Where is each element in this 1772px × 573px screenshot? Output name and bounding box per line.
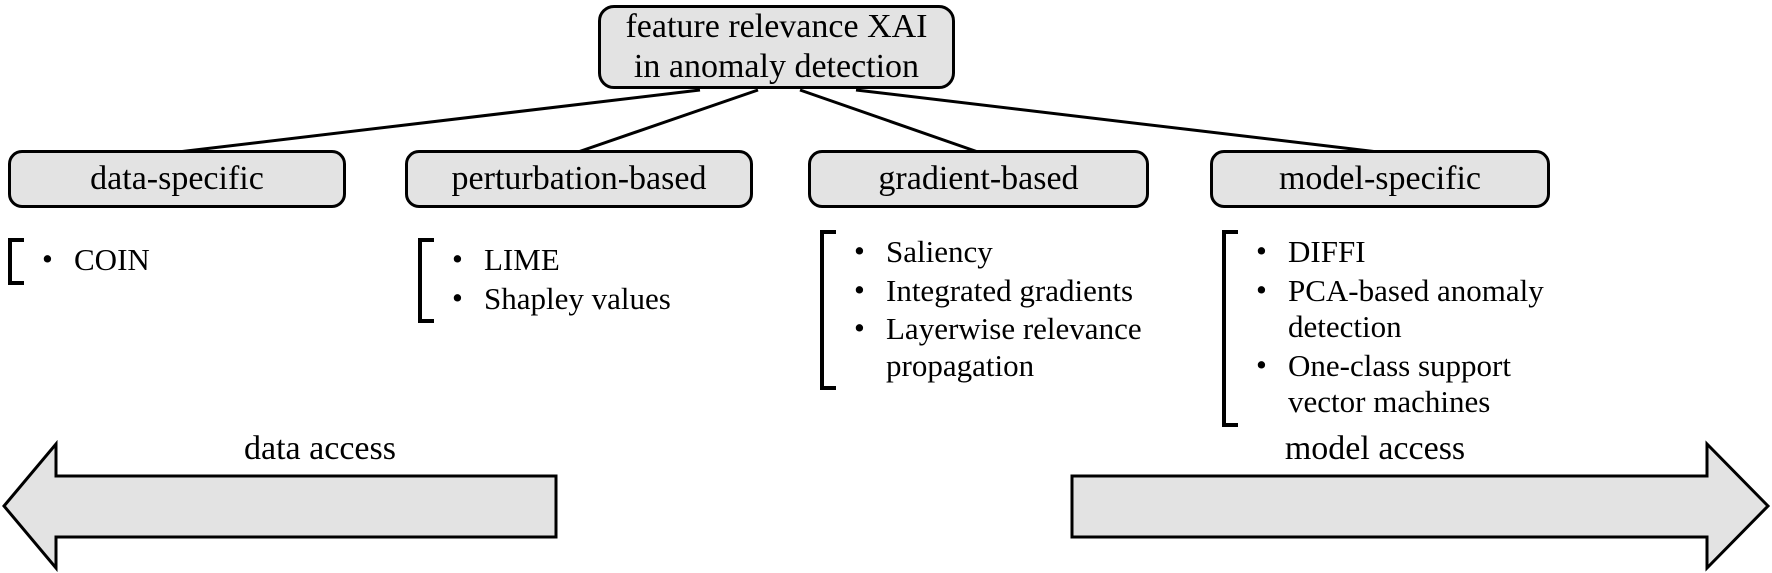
list-item: LIME <box>450 241 671 279</box>
node-root[interactable]: feature relevance XAI in anomaly detecti… <box>598 5 955 89</box>
list-item: Integrated gradients <box>852 272 1142 310</box>
item-list-gradient-based: Saliency Integrated gradients Layerwise … <box>836 230 1142 390</box>
node-gradient-based-label: gradient-based <box>878 159 1079 197</box>
list-group-gradient-based: Saliency Integrated gradients Layerwise … <box>820 230 1142 391</box>
list-group-model-specific: DIFFI PCA-based anomaly detection One-cl… <box>1222 230 1544 427</box>
node-data-specific[interactable]: data-specific <box>8 150 346 208</box>
item-list-model-specific: DIFFI PCA-based anomaly detection One-cl… <box>1238 230 1544 427</box>
connector-lines <box>177 88 1379 154</box>
list-item: Layerwise relevance propagation <box>852 310 1142 384</box>
list-item: PCA-based anomaly detection <box>1254 272 1544 346</box>
data-access-arrow-shape <box>2 439 558 573</box>
connector-to-data-specific <box>177 88 701 154</box>
node-model-specific-label: model-specific <box>1278 159 1482 197</box>
model-access-arrow-shape <box>1070 440 1771 572</box>
node-data-specific-label: data-specific <box>90 159 264 197</box>
left-bracket-icon <box>820 230 836 391</box>
node-root-label: feature relevance XAI in anomaly detecti… <box>625 7 928 85</box>
list-group-data-specific: COIN <box>8 238 150 285</box>
list-group-perturbation-based: LIME Shapley values <box>418 238 671 324</box>
connector-to-model-specific <box>855 88 1379 154</box>
node-perturbation-based-label: perturbation-based <box>451 159 707 197</box>
item-list-perturbation-based: LIME Shapley values <box>434 238 671 323</box>
left-bracket-icon <box>1222 230 1238 427</box>
model-access-arrow-label: model access <box>1284 430 1466 467</box>
list-item: One-class support vector machines <box>1254 347 1544 421</box>
connector-to-perturbation-based <box>577 88 759 154</box>
connector-to-gradient-based <box>799 88 979 154</box>
list-item: COIN <box>40 241 150 279</box>
list-item: Saliency <box>852 233 1142 271</box>
item-list-data-specific: COIN <box>24 238 150 285</box>
list-item: Shapley values <box>450 280 671 318</box>
node-perturbation-based[interactable]: perturbation-based <box>405 150 753 208</box>
node-gradient-based[interactable]: gradient-based <box>808 150 1149 208</box>
left-bracket-icon <box>8 238 24 285</box>
left-bracket-icon <box>418 238 434 324</box>
list-item: DIFFI <box>1254 233 1544 271</box>
data-access-arrow-label: data access <box>244 430 396 467</box>
node-model-specific[interactable]: model-specific <box>1210 150 1550 208</box>
